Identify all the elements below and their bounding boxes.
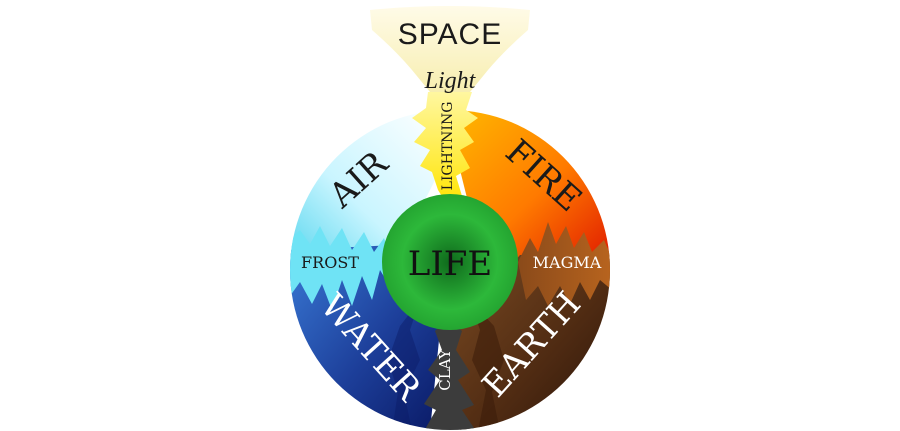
label-frost: FROST — [301, 253, 359, 272]
space-funnel — [370, 6, 530, 92]
frost-icicles — [290, 226, 392, 310]
label-magma: MAGMA — [533, 253, 602, 272]
label-space: SPACE — [398, 18, 502, 51]
label-light: Light — [424, 68, 477, 94]
magma-flames — [518, 222, 610, 306]
earth-streaks — [470, 300, 504, 430]
label-life: LIFE — [408, 244, 492, 284]
lightning-bolt — [412, 92, 478, 206]
life-core — [382, 194, 518, 330]
label-lightning: LIGHTNING — [440, 102, 456, 191]
water-streaks — [388, 300, 420, 430]
clay-section — [424, 318, 476, 430]
label-clay: CLAY — [436, 348, 454, 391]
